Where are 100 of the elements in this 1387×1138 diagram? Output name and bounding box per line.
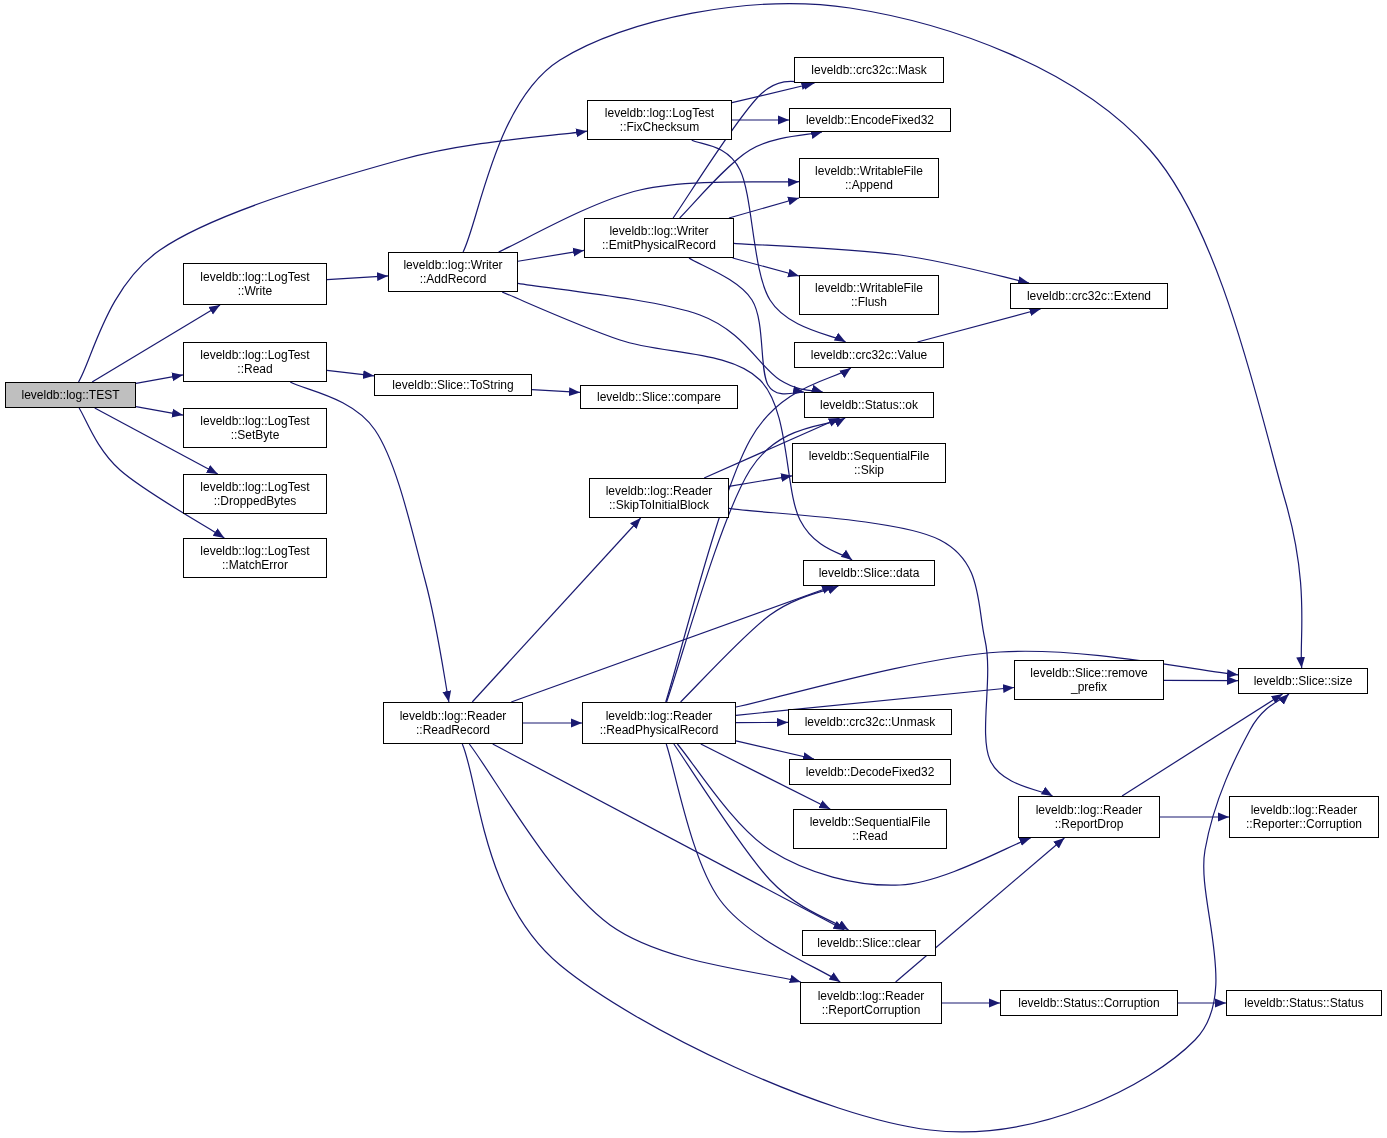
arrow xyxy=(77,128,588,383)
function-name: leveldb::Slice::ToString xyxy=(392,378,514,392)
function-name: leveldb::Slice::compare xyxy=(596,390,722,404)
arrow xyxy=(289,381,452,703)
function-box xyxy=(1238,668,1368,694)
function-name: leveldb::crc32c::Mask xyxy=(811,63,927,77)
function-name: leveldb::log::LogTest ::MatchError xyxy=(200,544,310,572)
function-box xyxy=(788,709,952,735)
function-name: leveldb::log::LogTest ::FixChecksum xyxy=(604,106,715,134)
function-name: leveldb::Slice::data xyxy=(818,566,920,580)
function-box xyxy=(1010,283,1168,309)
function-box xyxy=(1229,796,1379,838)
arrow xyxy=(1159,812,1230,822)
function-box xyxy=(183,342,327,382)
function-box xyxy=(1018,796,1160,838)
function-name: leveldb::crc32c::Value xyxy=(810,348,928,362)
function-box xyxy=(789,108,951,132)
arrow xyxy=(688,257,805,396)
function-name: leveldb::log::LogTest ::SetByte xyxy=(200,414,310,442)
function-name: leveldb::log::Writer ::AddRecord xyxy=(403,258,503,286)
function-name: leveldb::Slice::clear xyxy=(817,936,921,950)
function-box xyxy=(1226,990,1382,1016)
function-box xyxy=(800,982,942,1024)
arrow xyxy=(728,507,1054,797)
arrow xyxy=(1121,693,1284,797)
arrow xyxy=(501,291,853,561)
arrow xyxy=(731,81,816,104)
arrow xyxy=(735,718,789,727)
arrow xyxy=(531,387,581,397)
arrow xyxy=(468,743,802,984)
arrow xyxy=(665,743,841,983)
arrow xyxy=(691,139,847,343)
function-box xyxy=(587,100,732,140)
function-name: leveldb::EncodeFixed32 xyxy=(805,113,935,127)
arrow xyxy=(492,743,845,931)
arrow xyxy=(135,372,184,384)
function-box xyxy=(183,538,327,578)
arrow xyxy=(78,407,225,539)
arrow xyxy=(700,743,831,810)
function-name: leveldb::log::Reader ::ReadPhysicalRecord xyxy=(599,709,719,737)
arrow xyxy=(680,585,839,703)
function-box xyxy=(1014,660,1164,700)
arrow xyxy=(91,304,221,383)
function-name: leveldb::log::Reader ::ReportCorruption xyxy=(817,989,925,1017)
arrow xyxy=(1177,998,1227,1008)
arrow xyxy=(471,517,642,703)
function-box xyxy=(589,478,729,518)
function-name: leveldb::log::LogTest ::Write xyxy=(200,270,310,298)
function-box xyxy=(794,342,944,368)
function-box xyxy=(802,930,936,956)
function-box xyxy=(580,385,738,409)
function-box xyxy=(789,759,951,785)
function-box xyxy=(383,702,523,744)
function-box xyxy=(794,57,944,83)
arrow xyxy=(498,177,800,253)
function-name: leveldb::log::LogTest ::DroppedBytes xyxy=(200,480,310,508)
function-name: leveldb::SequentialFile ::Read xyxy=(809,815,931,843)
arrow xyxy=(916,307,1042,343)
function-name: leveldb::WritableFile ::Flush xyxy=(815,281,923,309)
arrow xyxy=(1163,676,1239,686)
arrow xyxy=(735,740,815,761)
function-name: leveldb::crc32c::Unmask xyxy=(804,715,936,729)
function-name: leveldb::log::LogTest ::Read xyxy=(200,348,310,376)
arrow xyxy=(326,272,389,281)
function-box xyxy=(388,252,518,292)
function-name: leveldb::log::Reader ::SkipToInitialBlock xyxy=(605,484,713,512)
arrow xyxy=(732,257,800,278)
function-box xyxy=(584,218,734,258)
function-name: leveldb::log::Reader ::ReadRecord xyxy=(399,709,507,737)
function-name: leveldb::WritableFile ::Append xyxy=(815,164,923,192)
arrow xyxy=(728,196,800,219)
function-name: leveldb::Status::Status xyxy=(1244,996,1364,1010)
function-name: leveldb::log::Reader ::Reporter::Corruption xyxy=(1245,803,1363,831)
function-box xyxy=(803,560,935,586)
function-name: leveldb::Status::ok xyxy=(819,398,919,412)
function-box xyxy=(793,809,947,849)
arrow xyxy=(135,406,184,418)
arrow xyxy=(728,473,793,487)
function-name: leveldb::log::TEST xyxy=(21,388,120,402)
function-box xyxy=(792,443,946,483)
function-name: leveldb::Status::Corruption xyxy=(1018,996,1160,1010)
arrow xyxy=(461,693,1290,1133)
function-box xyxy=(804,392,934,418)
arrow xyxy=(326,369,375,379)
function-name: leveldb::log::Writer ::EmitPhysicalRecord xyxy=(601,224,716,252)
arrow xyxy=(735,650,1239,708)
arrow xyxy=(517,247,585,262)
arrow xyxy=(941,998,1001,1008)
arrow xyxy=(731,115,790,125)
function-name: leveldb::Slice::remove _prefix xyxy=(1030,666,1148,694)
function-box xyxy=(183,474,327,514)
function-name: leveldb::Slice::size xyxy=(1253,674,1353,688)
function-name: leveldb::SequentialFile ::Skip xyxy=(808,449,930,477)
function-name: leveldb::crc32c::Extend xyxy=(1026,289,1152,303)
root-function-box xyxy=(5,382,136,408)
arrow xyxy=(665,367,852,703)
arrow xyxy=(522,718,583,728)
function-box xyxy=(183,263,327,305)
function-box xyxy=(183,408,327,448)
arrow xyxy=(735,684,1015,716)
